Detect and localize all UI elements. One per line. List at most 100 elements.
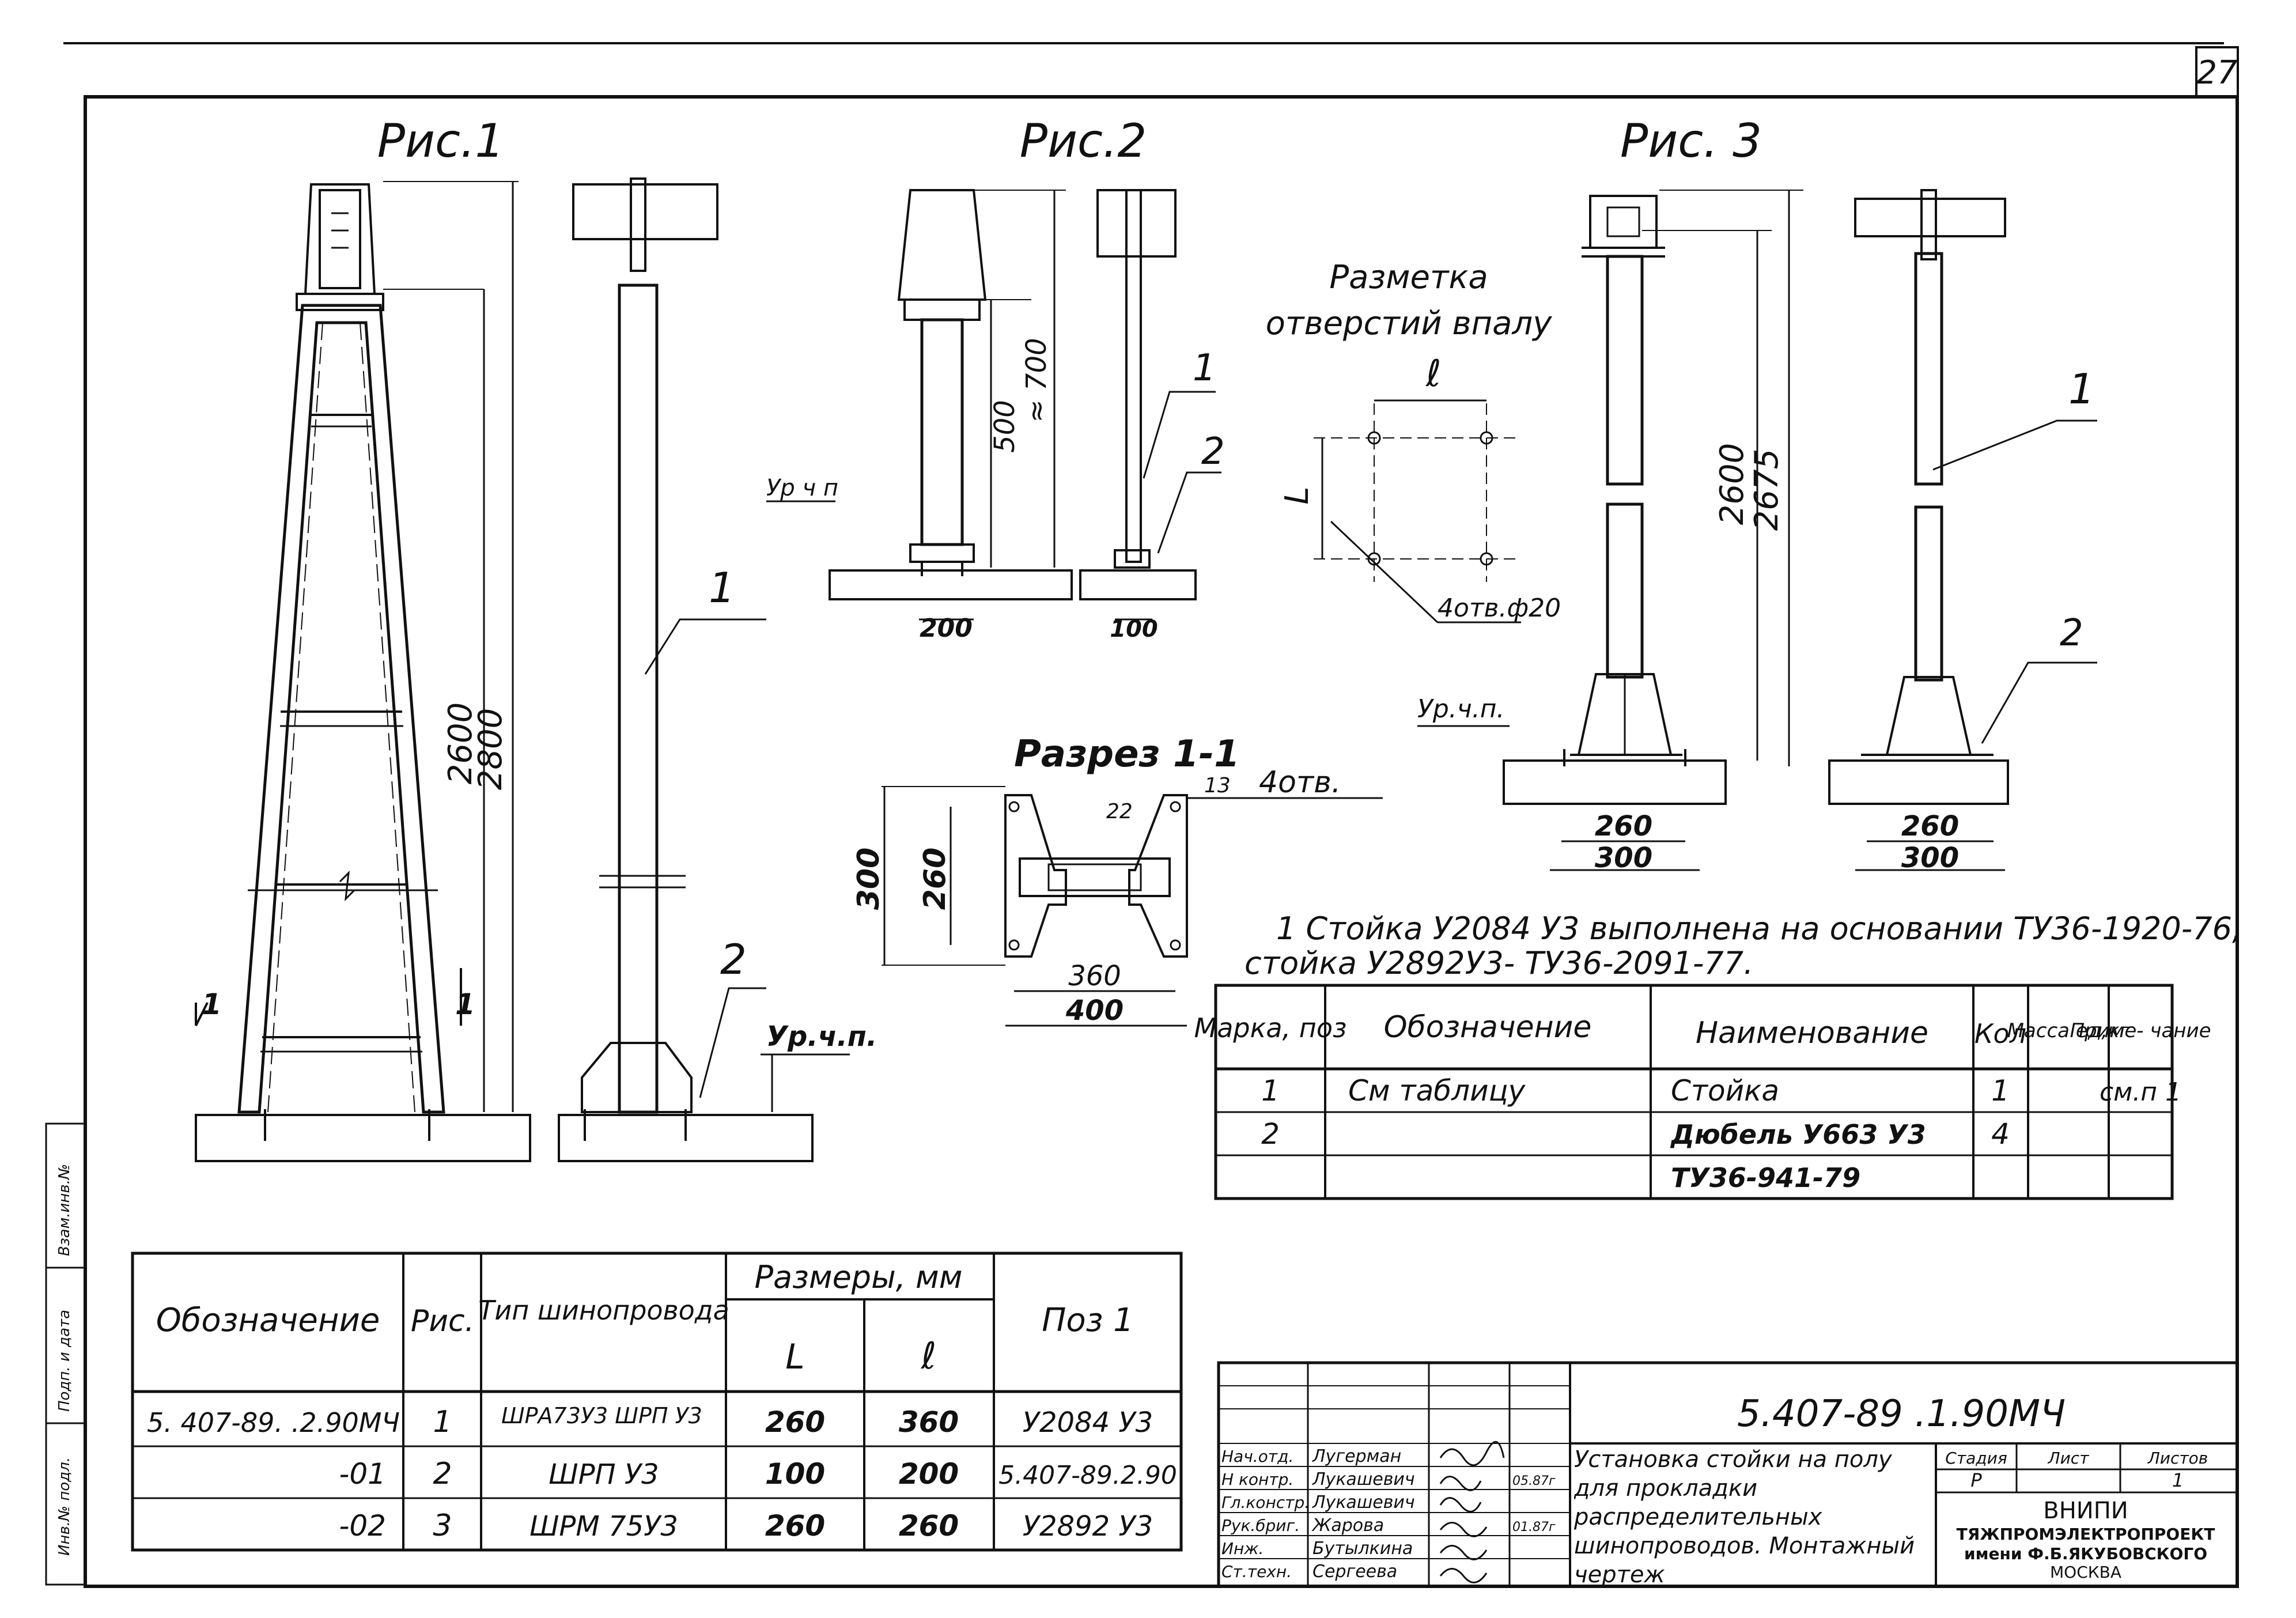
spec-r1-qty: 1 xyxy=(1991,1074,2010,1107)
figure-1: Рис.1 1 1 xyxy=(195,114,531,1162)
mt-h-fig: Рис. xyxy=(411,1304,474,1339)
tb-signature-4 xyxy=(1439,1545,1488,1560)
mt-r2-pos: 5.407-89.2.90 xyxy=(998,1461,1177,1490)
fig3-floor xyxy=(1503,759,1727,805)
fig2-pos2: 2 xyxy=(1201,430,1225,473)
tb-signature-2 xyxy=(1439,1497,1482,1513)
fig1-side-post xyxy=(618,283,659,1114)
fig2-floor xyxy=(829,569,1073,600)
section-dim-300: 300 xyxy=(852,848,886,910)
spec-h-qty: Кол xyxy=(1975,1018,2026,1049)
section-holes: 4отв. xyxy=(1259,765,1341,800)
fig2-dim-100: 100 xyxy=(1110,616,1158,642)
tb-stage-value: Р xyxy=(1970,1469,1982,1491)
spec-h-name: Наименование xyxy=(1696,1016,1928,1050)
mt-r2-designation: -01 xyxy=(339,1457,386,1491)
tb-doc-title: Установка стойки на полу для прокладки р… xyxy=(1574,1446,1915,1586)
tb-signature-0 xyxy=(1439,1441,1505,1466)
mt-r3-type: ШРМ 75У3 xyxy=(529,1510,678,1543)
fig1-dim-2800: 2800 xyxy=(472,708,509,791)
tb-name-3: Жарова xyxy=(1311,1515,1384,1536)
mt-h-sizes: Размеры, мм xyxy=(754,1259,962,1295)
section-dim-360: 360 xyxy=(1068,960,1121,992)
tb-role-1: Н контр. xyxy=(1221,1470,1293,1489)
fig3-dim-2675: 2675 xyxy=(1748,449,1786,531)
mt-h-L: L xyxy=(785,1337,804,1377)
tb-name-0: Лугерман xyxy=(1312,1446,1401,1466)
mt-h-pos: Поз 1 xyxy=(1042,1302,1134,1339)
fig3-side-dim-300: 300 xyxy=(1901,842,1959,874)
spec-table: Марка, поз Обозначение Наименование Кол … xyxy=(1194,984,2211,1200)
tb-org-4: МОСКВА xyxy=(2050,1563,2121,1582)
spec-r1-designation: См таблицу xyxy=(1348,1074,1526,1107)
fig3-dim-300: 300 xyxy=(1595,842,1652,874)
fig1-cut-right: 1 xyxy=(455,988,475,1021)
markup-L: L xyxy=(1279,486,1316,504)
mt-h-l: ℓ xyxy=(921,1335,936,1378)
tb-signature-1 xyxy=(1439,1476,1482,1491)
tb-role-0: Нач.отд. xyxy=(1221,1447,1293,1466)
mt-h-type: Тип шинопровода xyxy=(478,1295,729,1326)
fig2-level: Ур ч п xyxy=(766,475,838,501)
mt-r3-fig: 3 xyxy=(433,1509,452,1543)
section-dim-13: 13 xyxy=(1204,774,1231,797)
hole-markup: Разметка отверстий впалу ℓ L 4отв.ф20 xyxy=(1266,259,1561,623)
side-stamp: Инв.№ подл. Подп. и дата Взам.инв.№ xyxy=(45,1122,86,1586)
section-dim-260: 260 xyxy=(918,848,952,910)
spec-h-note: Приме- чание xyxy=(2070,1019,2211,1042)
figure-3: Рис. 3 2600 2675 260 300 Ур.ч.п. xyxy=(1417,114,2097,874)
fig2-title: Рис.2 xyxy=(1020,114,1147,168)
mt-r1-fig: 1 xyxy=(433,1405,452,1439)
fig1-frame xyxy=(237,304,445,1114)
spec-r1-name: Стойка xyxy=(1671,1074,1779,1107)
markup-l: ℓ xyxy=(1425,353,1441,395)
title-block: 5.407-89 .1.90МЧ Нач.отд. Н контр. Гл.ко… xyxy=(1217,1361,2239,1588)
stamp-sign: Подп. и дата xyxy=(56,1310,73,1412)
mt-r3-L: 260 xyxy=(765,1509,825,1543)
mt-r3-pos: У2892 У3 xyxy=(1023,1510,1153,1543)
tb-name-5: Сергеева xyxy=(1312,1562,1397,1582)
markup-holes: 4отв.ф20 xyxy=(1438,593,1561,623)
spec-r3-name: ТУ36-941-79 xyxy=(1671,1162,1860,1193)
fig3-level: Ур.ч.п. xyxy=(1417,694,1504,724)
tb-name-1: Лукашевич xyxy=(1312,1469,1415,1490)
tb-role-4: Инж. xyxy=(1221,1539,1264,1558)
spec-r1-note: см.п 1 xyxy=(2100,1078,2181,1107)
mt-r1-L: 260 xyxy=(765,1405,825,1439)
tb-org-2: ТЯЖПРОМЭЛЕКТРОПРОЕКТ xyxy=(1957,1525,2215,1544)
section-1-1: Разрез 1-1 300 260 360 400 22 13 4отв. xyxy=(852,733,1383,1027)
tb-date-3: 01.87г xyxy=(1512,1520,1556,1534)
section-dim-22: 22 xyxy=(1106,800,1133,823)
note-line-1: 1 Стойка У2084 У3 выполнена на основании… xyxy=(1276,910,2242,947)
fig3-pos1: 1 xyxy=(2068,365,2095,413)
mt-r1-type: ШРА73У3 ШРП У3 xyxy=(501,1403,702,1428)
figure-2: Рис.2 500 ≈ 700 200 Ур ч п 1 2 100 xyxy=(766,114,1225,643)
tb-doc-code: 5.407-89 .1.90МЧ xyxy=(1737,1393,2066,1435)
mt-r2-l: 200 xyxy=(899,1457,959,1491)
tb-sheets-value: 1 xyxy=(2172,1469,2184,1491)
tb-org-1: ВНИПИ xyxy=(2043,1498,2128,1524)
figure-1-side: 1 2 Ур.ч.п. xyxy=(558,177,877,1162)
fig2-dim-500: 500 xyxy=(989,400,1021,453)
fig1-level: Ур.ч.п. xyxy=(766,1020,877,1053)
fig2-pos1: 1 xyxy=(1193,347,1216,390)
tb-signature-5 xyxy=(1439,1568,1488,1583)
fig3-title: Рис. 3 xyxy=(1620,114,1762,168)
main-table: Обозначение Рис. Тип шинопровода Размеры… xyxy=(131,1252,1183,1552)
stamp-replace: Взам.инв.№ xyxy=(56,1164,73,1256)
markup-title1: Разметка xyxy=(1329,259,1488,296)
note-line-2: стойка У2892У3- ТУ36-2091-77. xyxy=(1245,945,1753,981)
mt-r2-type: ШРП У3 xyxy=(549,1458,659,1491)
fig1-pos2: 2 xyxy=(720,935,747,984)
tb-org-3: имени Ф.Б.ЯКУБОВСКОГО xyxy=(1964,1544,2207,1563)
spec-h-designation: Обозначение xyxy=(1384,1010,1592,1045)
fig3-dim-260: 260 xyxy=(1595,810,1652,842)
mt-r1-l: 360 xyxy=(899,1405,959,1439)
tb-role-5: Ст.техн. xyxy=(1221,1562,1292,1581)
fig3-dim-2600: 2600 xyxy=(1714,443,1751,526)
section-title: Разрез 1-1 xyxy=(1014,733,1240,776)
tb-name-2: Лукашевич xyxy=(1312,1492,1415,1513)
spec-r1-mark: 1 xyxy=(1261,1074,1280,1107)
fig1-floor xyxy=(195,1114,531,1162)
tb-sheet-label: Лист xyxy=(2048,1449,2090,1468)
